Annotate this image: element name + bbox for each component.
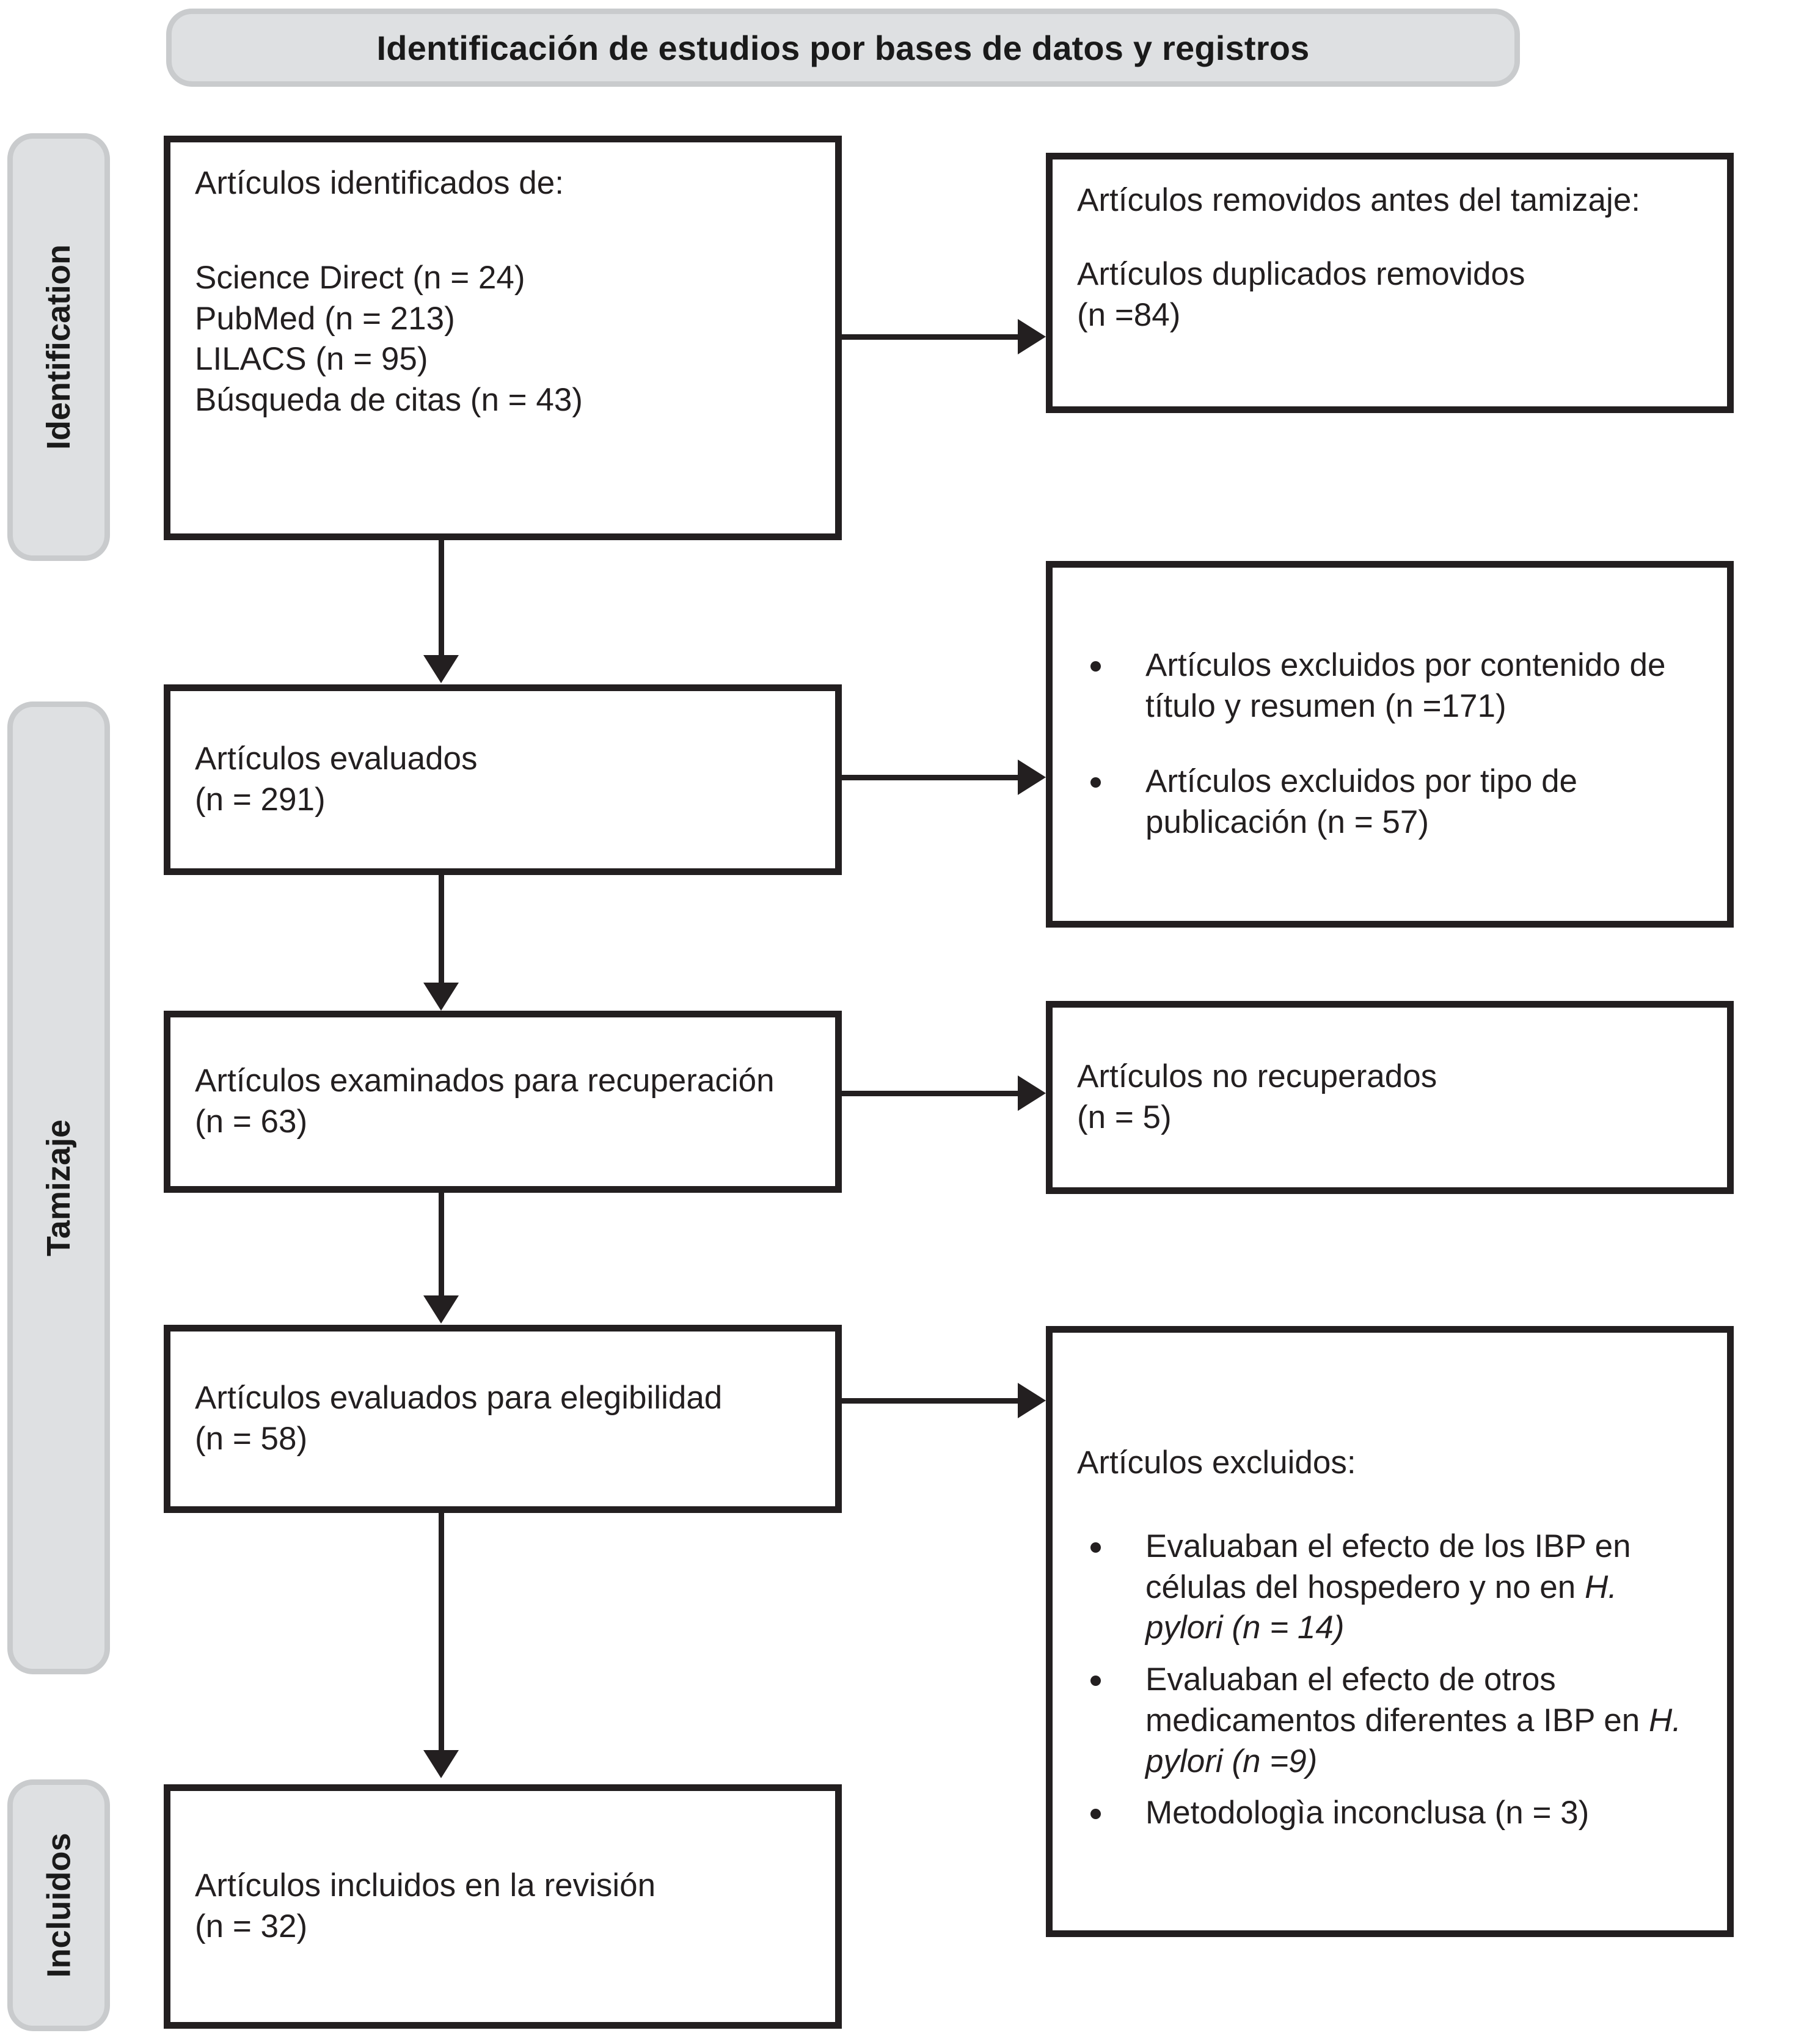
box-reports-not-retrieved: Artículos no recuperados (n = 5)	[1046, 1001, 1734, 1194]
stage-band-incluidos: Incluidos	[7, 1779, 110, 2031]
list-item: Evaluaban el efecto de los IBP en célula…	[1077, 1526, 1703, 1649]
eligibility-line-2: (n = 58)	[195, 1421, 308, 1457]
box-reports-assessed-for-eligibility: Artículos evaluados para elegibilidad (n…	[164, 1325, 842, 1513]
box-records-removed-before-screening: Artículos removidos antes del tamizaje: …	[1046, 153, 1734, 413]
identified-source-3: LILACS (n = 95)	[195, 341, 428, 378]
box-reports-excluded-eligibility: Artículos excluidos: Evaluaban el efecto…	[1046, 1326, 1734, 1937]
connector-eligibility-to-excluded	[842, 1398, 1019, 1404]
eligibility-line-1: Artículos evaluados para elegibilidad	[195, 1380, 723, 1416]
sought-line-2: (n = 63)	[195, 1104, 308, 1140]
connector-screened-to-excluded	[842, 775, 1019, 780]
connector-eligibility-to-included	[439, 1513, 444, 1753]
included-line-1: Artículos incluidos en la revisión	[195, 1867, 656, 1904]
list-item: Artículos excluidos por contenido de tít…	[1077, 645, 1703, 727]
not-retrieved-line-2: (n = 5)	[1077, 1099, 1172, 1135]
arrowhead-screened-to-sought	[423, 983, 459, 1011]
excluded-eligibility-heading: Artículos excluidos:	[1077, 1445, 1356, 1481]
stage-band-identification: Identification	[7, 133, 110, 561]
diagram-header-banner: Identificación de estudios por bases de …	[166, 9, 1520, 87]
bullet-italic-2: H. pylori (n =9)	[1145, 1702, 1681, 1779]
stage-band-tamizaje: Tamizaje	[7, 701, 110, 1674]
box-records-excluded-screening: Artículos excluidos por contenido de tít…	[1046, 561, 1734, 928]
arrowhead-screened-to-excluded	[1018, 760, 1046, 795]
removed-before-line-1: Artículos duplicados removidos	[1077, 255, 1525, 292]
connector-screened-to-sought	[439, 875, 444, 985]
stage-label-tamizaje: Tamizaje	[40, 1119, 78, 1257]
arrowhead-identified-to-removed	[1018, 319, 1046, 354]
connector-sought-to-eligibility	[439, 1193, 444, 1298]
identified-source-1: Science Direct (n = 24)	[195, 259, 525, 296]
included-line-2: (n = 32)	[195, 1908, 308, 1944]
connector-sought-to-not-retrieved	[842, 1091, 1019, 1096]
bullet-text-3: Metodologìa inconclusa (n = 3)	[1145, 1795, 1590, 1831]
excluded-eligibility-list: Evaluaban el efecto de los IBP en célula…	[1077, 1526, 1703, 1834]
box-articles-identified: Artículos identificados de: Science Dire…	[164, 136, 842, 540]
list-item: Metodologìa inconclusa (n = 3)	[1077, 1793, 1703, 1834]
arrowhead-identified-to-screened	[423, 655, 459, 683]
arrowhead-eligibility-to-included	[423, 1750, 459, 1778]
stage-label-identification: Identification	[40, 244, 77, 450]
stage-label-incluidos: Incluidos	[40, 1833, 78, 1978]
identified-source-2: PubMed (n = 213)	[195, 300, 455, 337]
removed-before-line-2: (n =84)	[1077, 296, 1181, 333]
arrowhead-sought-to-eligibility	[423, 1295, 459, 1324]
connector-identified-to-screened	[439, 540, 444, 658]
page-title: Identificación de estudios por bases de …	[376, 28, 1310, 67]
list-item: Artículos excluidos por tipo de publicac…	[1077, 761, 1703, 843]
connector-identified-to-removed	[842, 334, 1019, 340]
bullet-italic-1: H. pylori (n = 14)	[1145, 1569, 1617, 1646]
list-item: Evaluaban el efecto de otros medicamento…	[1077, 1660, 1703, 1782]
removed-before-heading: Artículos removidos antes del tamizaje:	[1077, 182, 1641, 218]
not-retrieved-line-1: Artículos no recuperados	[1077, 1058, 1437, 1095]
sought-line-1: Artículos examinados para recuperación	[195, 1063, 775, 1099]
excluded-screening-list: Artículos excluidos por contenido de tít…	[1077, 645, 1703, 843]
arrowhead-eligibility-to-excluded	[1018, 1383, 1046, 1418]
spacer	[195, 204, 811, 225]
bullet-text-2: Evaluaban el efecto de otros medicamento…	[1145, 1661, 1649, 1738]
box-studies-included-in-review: Artículos incluidos en la revisión (n = …	[164, 1784, 842, 2029]
identified-heading: Artículos identificados de:	[195, 165, 564, 201]
identified-source-4: Búsqueda de citas (n = 43)	[195, 382, 583, 419]
box-reports-sought-for-retrieval: Artículos examinados para recuperación (…	[164, 1011, 842, 1193]
box-records-screened: Artículos evaluados (n = 291)	[164, 684, 842, 875]
arrowhead-sought-to-not-retrieved	[1018, 1075, 1046, 1111]
screened-line-2: (n = 291)	[195, 782, 326, 818]
bullet-text-1: Evaluaban el efecto de los IBP en célula…	[1145, 1528, 1631, 1605]
screened-line-1: Artículos evaluados	[195, 741, 478, 777]
